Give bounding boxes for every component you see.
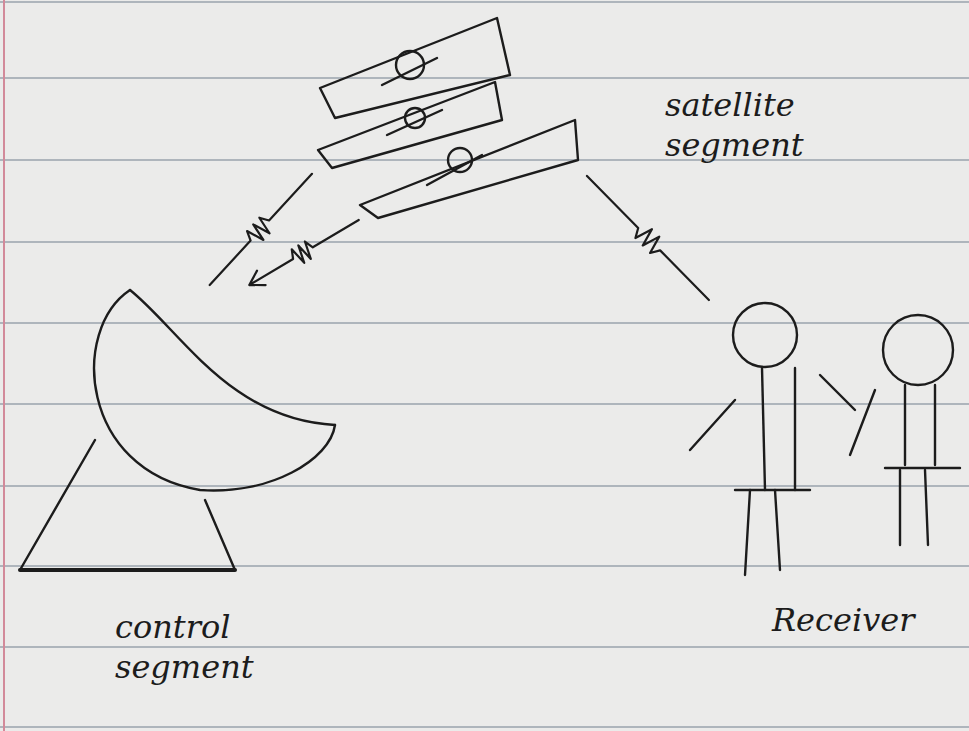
receiver-people: Receiver — [680, 300, 969, 580]
sketch-outline — [312, 10, 587, 220]
dish-antenna: control segment — [15, 285, 345, 575]
satellite-group: satellite segment — [312, 10, 587, 220]
segment-label: control segment — [115, 607, 325, 687]
signal-link — [249, 220, 358, 285]
signal-link — [210, 174, 312, 285]
sketch-outline — [680, 300, 969, 580]
sketch-outline — [15, 285, 345, 575]
segment-label: Receiver — [772, 600, 969, 640]
segment-label: satellite segment — [665, 85, 875, 165]
signal-link — [587, 176, 709, 300]
